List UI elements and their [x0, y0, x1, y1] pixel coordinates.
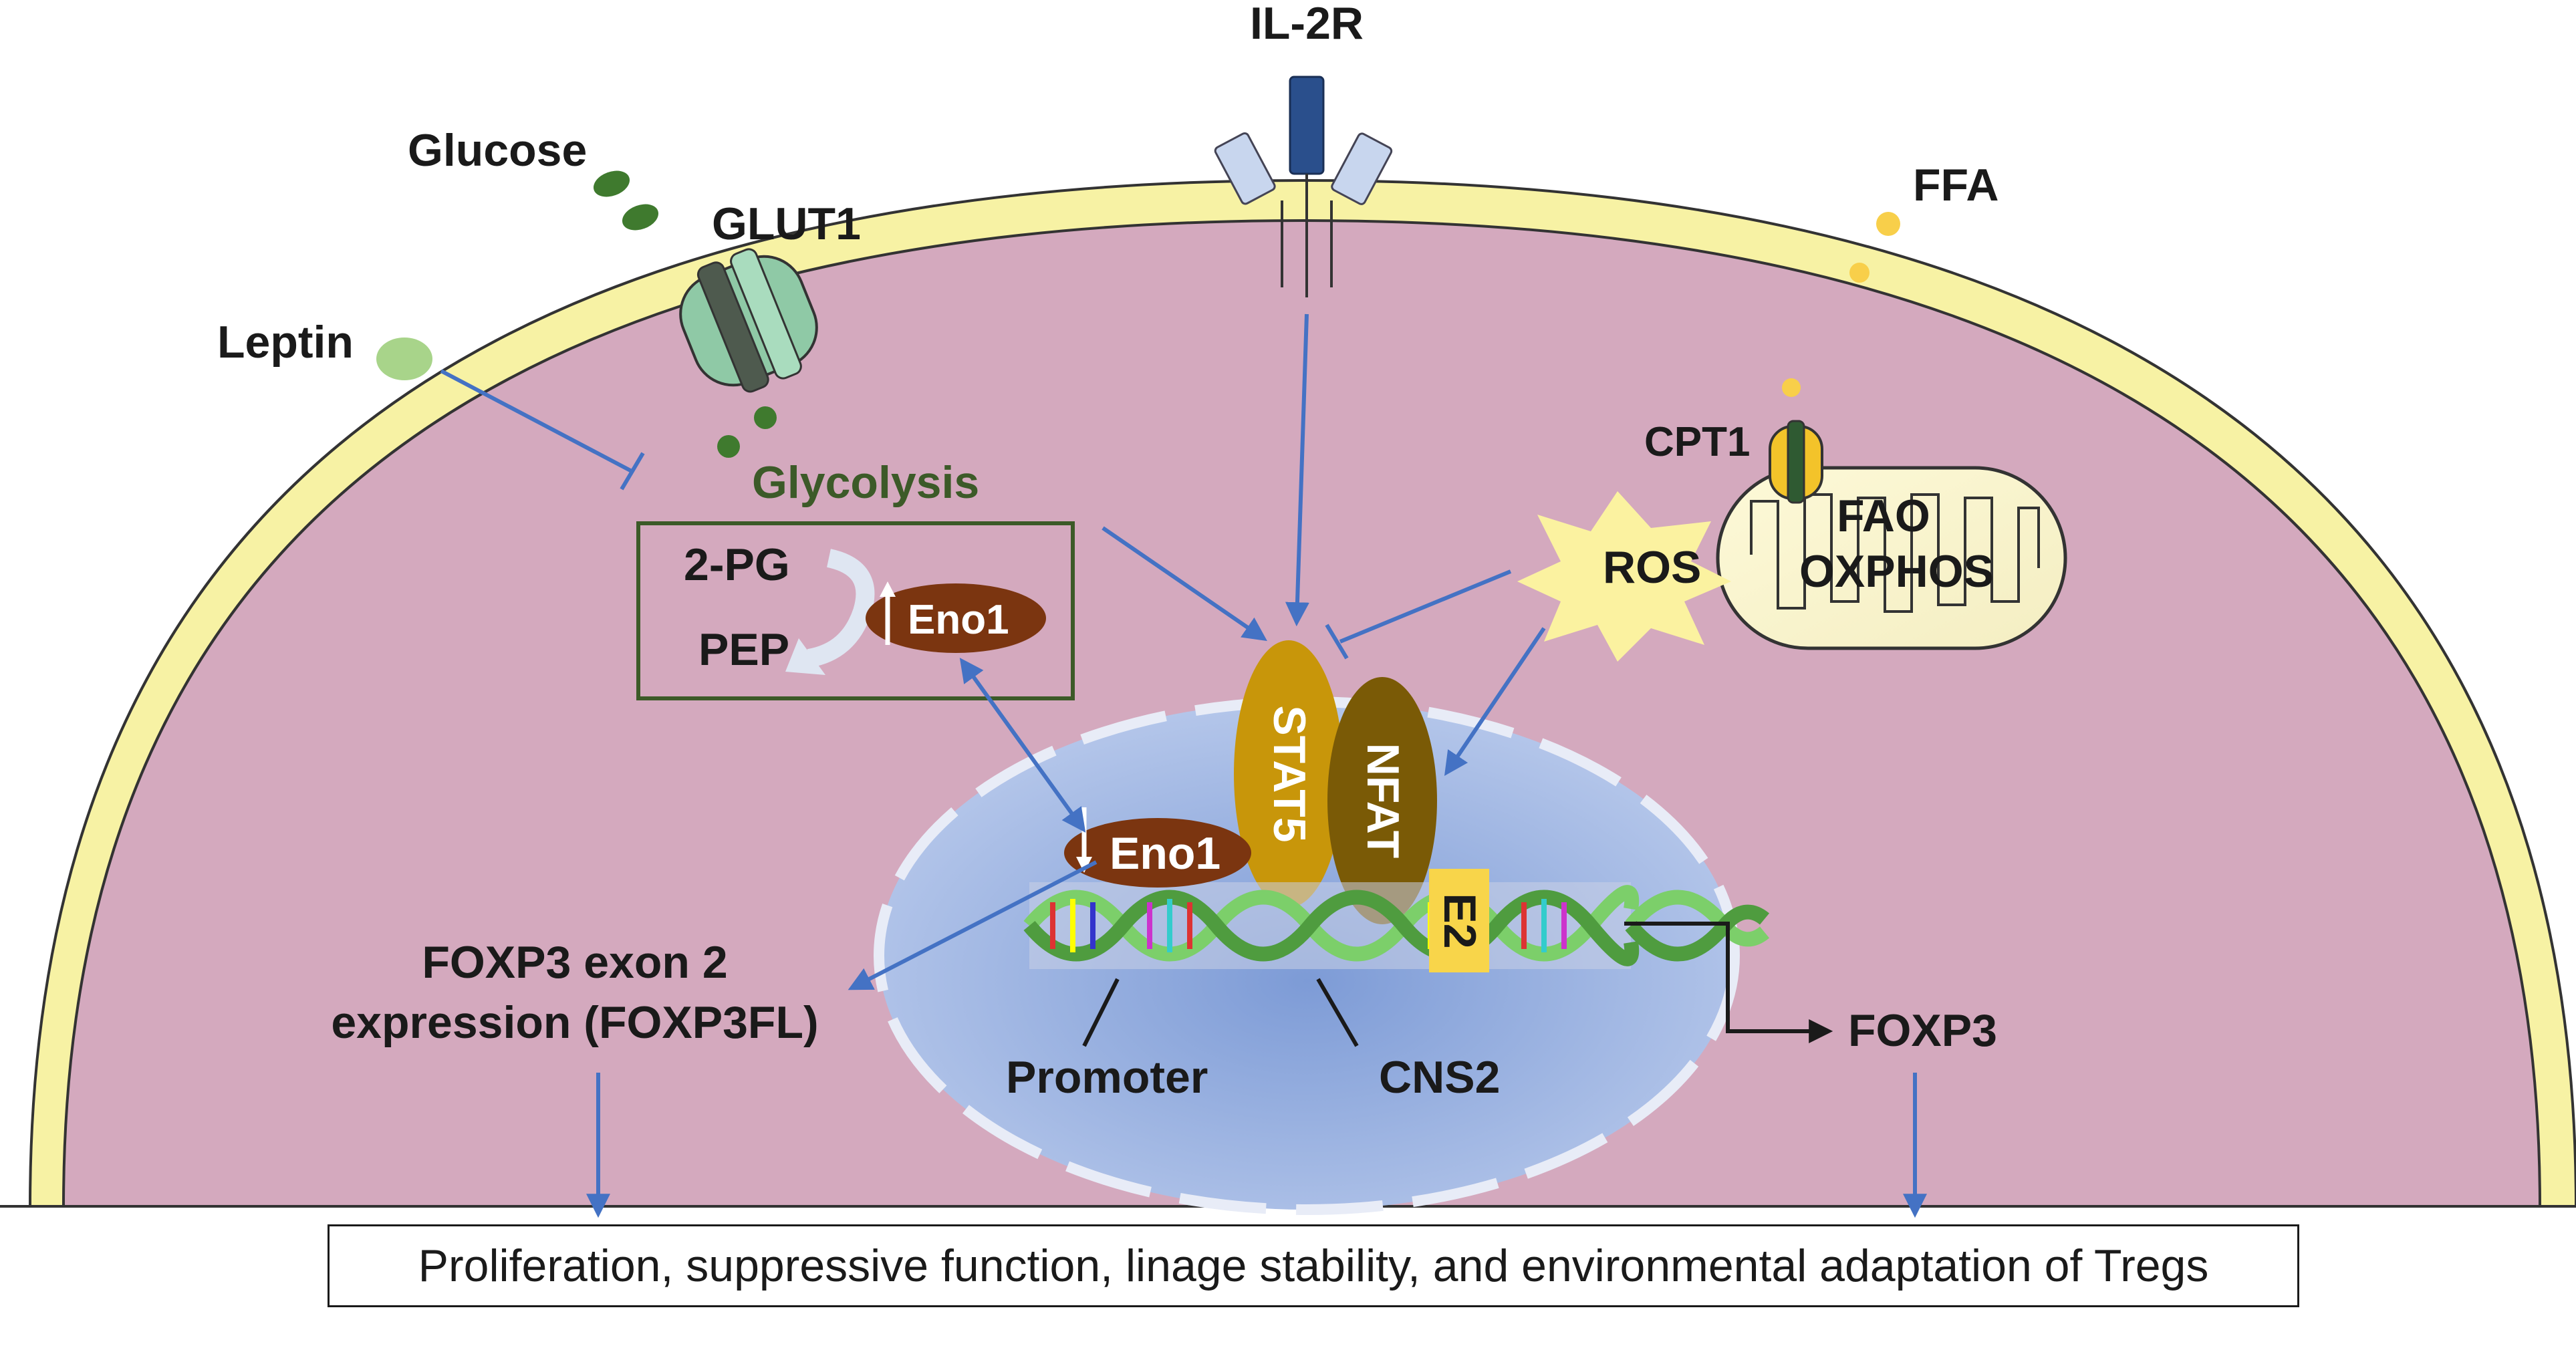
transcription-arrow: [1624, 922, 1833, 1043]
pep-label: PEP: [698, 624, 789, 675]
glucose-molecule: [593, 170, 630, 197]
cns2-label: CNS2: [1379, 1052, 1500, 1103]
foxp3-label: FOXP3: [1848, 1005, 1997, 1056]
ffa-molecule: [1876, 212, 1900, 236]
nfat-protein: [1327, 677, 1437, 924]
ros-to-nfat-arrow: [1444, 627, 1546, 776]
e2-label: E2: [1434, 893, 1485, 948]
glut1-transporter: [679, 248, 818, 393]
ffa-molecule: [1782, 378, 1801, 397]
stat5-protein: [1234, 640, 1343, 908]
eno1-translocation-arrow: [959, 658, 1086, 833]
foxp3-exon-label-line2: expression (FOXP3FL): [331, 997, 818, 1048]
cns2-pointer: [1316, 978, 1359, 1047]
cpt1-transporter: [1769, 420, 1823, 504]
eno1-cytoplasmic-label: Eno1: [908, 597, 1009, 643]
glycolysis-cycle-arrow: [807, 549, 875, 668]
mitochondrion: [1716, 466, 2067, 650]
ros-burst: [1517, 491, 1731, 662]
promoter-label: Promoter: [1006, 1052, 1208, 1103]
ffa-molecule: [1849, 263, 1870, 283]
dna-helix: [1023, 882, 1770, 969]
outcome-text: Proliferation, suppressive function, lin…: [418, 1240, 2209, 1291]
eno1-nuclear: [1064, 818, 1251, 888]
eno1-to-foxp3fl-arrow: [848, 860, 1098, 990]
ros-inhibits-stat5: [1339, 569, 1512, 644]
eno1-cytoplasmic: [866, 583, 1046, 653]
glucose-molecule: [717, 435, 740, 458]
glycolysis-box: [636, 521, 1075, 700]
il2r-to-stat5-arrow: [1285, 313, 1309, 627]
glut1-label: GLUT1: [712, 198, 861, 249]
outcome-box: Proliferation, suppressive function, lin…: [328, 1224, 2299, 1307]
oxphos-label: OXPHOS: [1799, 546, 1994, 597]
nfat-label: NFAT: [1358, 743, 1408, 859]
two-pg-label: 2-PG: [684, 539, 790, 590]
stat5-label: STAT5: [1264, 705, 1315, 842]
ffa-label: FFA: [1913, 160, 1999, 211]
foxp3-exon-label-line1: FOXP3 exon 2: [422, 937, 727, 988]
leptin-molecule: [376, 338, 432, 380]
promoter-pointer: [1082, 978, 1120, 1047]
cpt1-label: CPT1: [1644, 419, 1750, 465]
leptin-label: Leptin: [217, 317, 354, 368]
il2r-receptor: [1214, 76, 1393, 297]
fao-label: FAO: [1837, 491, 1930, 541]
glycolysis-label: Glycolysis: [752, 457, 979, 508]
il2r-label: IL-2R: [1250, 0, 1364, 49]
ros-label: ROS: [1603, 542, 1701, 593]
eno1-nuclear-label: Eno1: [1110, 828, 1220, 879]
glucose-molecule: [754, 406, 777, 429]
e2-region: [1429, 869, 1489, 972]
glucose-label: Glucose: [408, 125, 587, 176]
leptin-inhibits-glycolysis: [440, 369, 633, 473]
glycolysis-to-stat5-arrow: [1102, 526, 1267, 642]
glucose-molecule: [622, 204, 659, 231]
